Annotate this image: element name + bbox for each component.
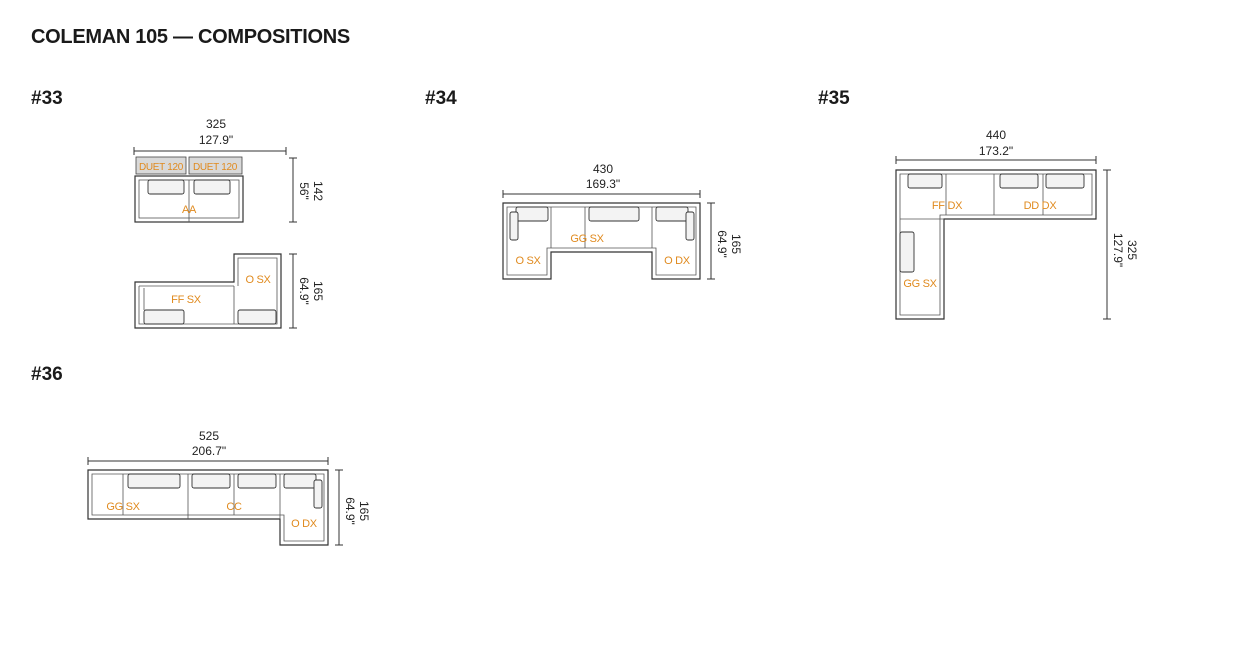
composition-33-lower: FF SX O SX 165 64.9" [134, 253, 325, 329]
c36-module-cc: CC [226, 501, 242, 513]
c36-depth-in: 64.9" [343, 497, 357, 525]
page-title: COLEMAN 105 — COMPOSITIONS [31, 26, 350, 48]
c33-lower-cushion-2 [237, 309, 277, 325]
c34-arm-left [509, 211, 519, 241]
c33-backrest-cushion-1 [147, 179, 185, 195]
c36-module-o-dx: O DX [291, 518, 318, 530]
c35-width-cm: 440 [986, 128, 1006, 142]
c34-arm-right [685, 211, 695, 241]
c35-depth-cm: 325 [1125, 240, 1139, 260]
composition-35-label: #35 [818, 88, 850, 109]
composition-36-label: #36 [31, 364, 63, 385]
c36-width-in: 206.7" [192, 444, 226, 458]
c34-cushion-3 [655, 206, 689, 222]
c33-backrest-cushion-2 [193, 179, 231, 195]
c35-module-gg-sx: GG SX [903, 278, 937, 290]
c36-width-cm: 525 [199, 429, 219, 443]
composition-34-label: #34 [425, 88, 457, 109]
c33-module-aa: AA [182, 204, 197, 216]
c36-module-gg-sx: GG SX [106, 501, 140, 513]
c33-module-o-sx: O SX [245, 274, 271, 286]
composition-33-upper: 325 127.9" DUET 120 DUET 120 AA 142 56" [133, 117, 325, 223]
c35-cushion-1 [907, 173, 943, 189]
c33-depth-cm: 142 [311, 181, 325, 201]
c34-cushion-2 [588, 206, 640, 222]
composition-34: 430 169.3" O SX GG SX O DX 165 64.9" [502, 162, 743, 280]
c33-duet-label-2: DUET 120 [193, 162, 238, 173]
c36-cushion-1 [127, 473, 181, 489]
composition-35: 440 173.2" FF DX DD DX GG SX 325 127.9" [895, 128, 1139, 320]
c33-module-ff-sx: FF SX [171, 294, 202, 306]
c35-module-ff-dx: FF DX [932, 200, 963, 212]
composition-33-label: #33 [31, 88, 63, 109]
c33-width-cm: 325 [206, 117, 226, 131]
c35-width-in: 173.2" [979, 144, 1013, 158]
c34-module-o-sx: O SX [515, 255, 541, 267]
c35-cushion-side [899, 231, 915, 273]
c34-module-o-dx: O DX [664, 255, 691, 267]
c33-depth-in: 56" [297, 182, 311, 200]
c36-cushion-2 [191, 473, 231, 489]
c34-depth-cm: 165 [729, 234, 743, 254]
c33-duet-label-box-1 [135, 156, 187, 175]
c33-duet-label-1: DUET 120 [139, 162, 184, 173]
c33-lower-depth-in: 64.9" [297, 277, 311, 305]
c34-depth-in: 64.9" [715, 230, 729, 258]
c34-sofa [502, 202, 701, 280]
composition-36: 525 206.7" GG SX CC O DX 165 64.9" [87, 429, 371, 546]
c35-cushion-3 [1045, 173, 1085, 189]
c33-lower-depth-cm: 165 [311, 281, 325, 301]
c35-depth-in: 127.9" [1111, 233, 1125, 267]
c34-width-in: 169.3" [586, 177, 620, 191]
c36-cushion-3 [237, 473, 277, 489]
c36-cushion-4 [283, 473, 317, 489]
c33-sofa-lower [134, 253, 282, 329]
c35-module-dd-dx: DD DX [1024, 200, 1058, 212]
c36-arm-right [313, 479, 323, 509]
c36-depth-cm: 165 [357, 501, 371, 521]
c33-duet-label-box-2 [188, 156, 243, 175]
c33-lower-cushion-1 [143, 309, 185, 325]
c36-sofa [87, 469, 329, 546]
c34-module-gg-sx: GG SX [570, 233, 604, 245]
c34-width-cm: 430 [593, 162, 613, 176]
c33-width-in: 127.9" [199, 133, 233, 147]
c34-cushion-1 [515, 206, 549, 222]
c35-cushion-2 [999, 173, 1039, 189]
c35-sofa [895, 169, 1097, 320]
